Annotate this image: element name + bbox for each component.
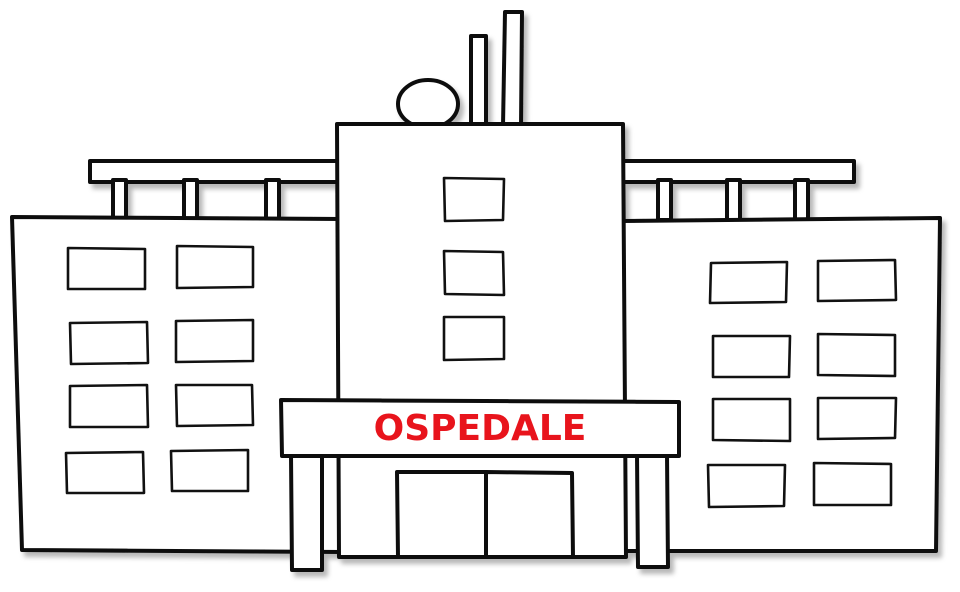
canopy-post	[264, 178, 281, 221]
window	[68, 320, 150, 366]
window	[706, 463, 787, 509]
window	[64, 450, 146, 495]
window	[816, 332, 897, 378]
canopy-post	[111, 178, 128, 221]
window	[442, 176, 506, 223]
window	[708, 260, 789, 305]
window	[711, 397, 792, 443]
hospital-sign-text: OSPEDALE	[374, 408, 587, 449]
window	[66, 246, 147, 291]
window	[169, 448, 250, 493]
entrance-column-left	[289, 453, 324, 572]
window	[68, 383, 150, 429]
entrance-door-right	[484, 470, 575, 559]
window	[442, 315, 506, 362]
window	[174, 383, 255, 428]
entrance-door-left	[395, 470, 488, 559]
chimney-tall	[501, 10, 524, 128]
window	[174, 318, 255, 364]
entrance-column-right	[635, 453, 670, 569]
canopy-post	[182, 178, 199, 221]
canopy-post	[725, 178, 742, 222]
window	[442, 249, 506, 297]
window	[711, 334, 792, 379]
window	[816, 258, 898, 303]
canopy-post	[793, 178, 810, 222]
window	[812, 461, 893, 507]
window	[816, 396, 898, 441]
window	[175, 244, 255, 290]
chimney-short	[469, 34, 488, 128]
canopy-post	[656, 178, 673, 222]
sign-board	[279, 398, 681, 458]
rooftop-dome	[396, 78, 460, 130]
